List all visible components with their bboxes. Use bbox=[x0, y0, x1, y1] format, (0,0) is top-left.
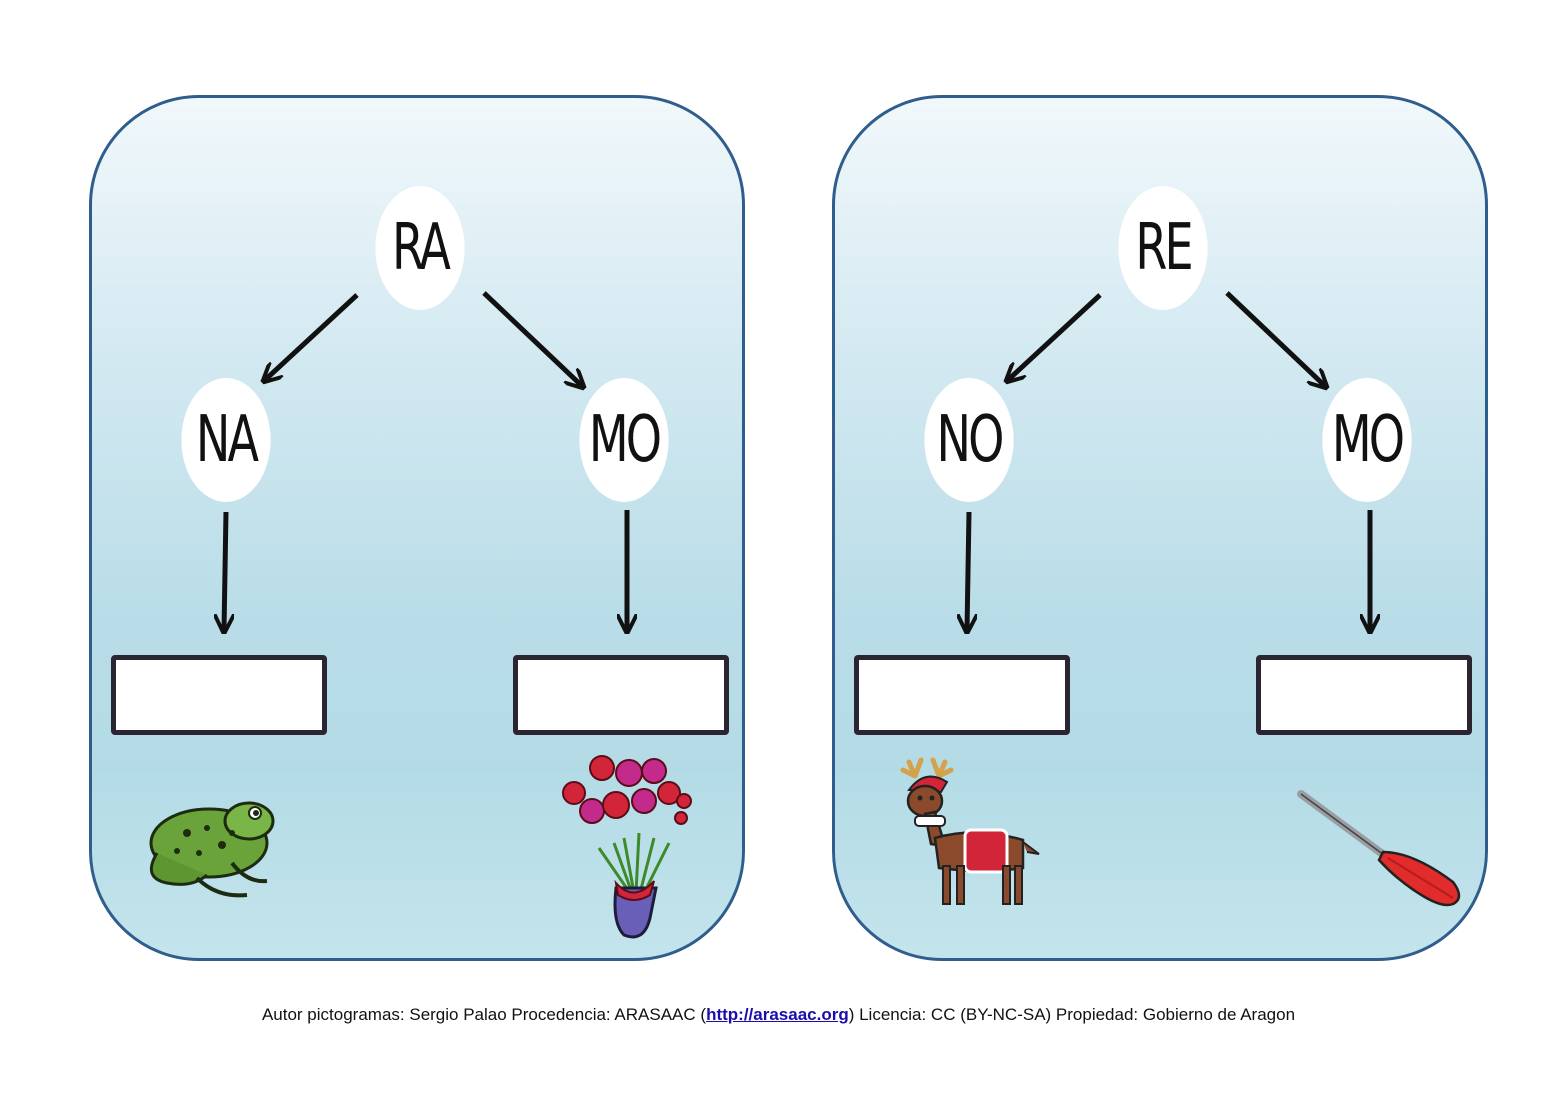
arrow-root-left bbox=[1008, 293, 1102, 380]
card-ra: RA NA MO bbox=[89, 95, 745, 961]
answer-box-left[interactable] bbox=[111, 655, 327, 735]
reindeer-picture bbox=[900, 757, 1040, 905]
right-syllable: MO bbox=[1322, 378, 1412, 502]
left-syllable: NO bbox=[924, 378, 1014, 502]
credits-text-start: Autor pictogramas: Sergio Palao Proceden… bbox=[261, 1005, 707, 1024]
arrows bbox=[835, 291, 1488, 961]
arasaac-link[interactable]: http://arasaac.org bbox=[706, 1005, 849, 1024]
arrow-left-down bbox=[967, 511, 969, 630]
root-syllable: RA bbox=[375, 186, 465, 310]
credits-text-end: ) Licencia: CC (BY-NC-SA) Propiedad: Gob… bbox=[848, 1005, 1296, 1024]
right-syllable: MO bbox=[579, 378, 669, 502]
arrow-root-right bbox=[482, 291, 582, 386]
answer-box-right[interactable] bbox=[1256, 655, 1472, 735]
root-syllable: RE bbox=[1118, 186, 1208, 310]
frog-picture bbox=[149, 801, 275, 898]
flower-bouquet-picture bbox=[562, 755, 692, 939]
card-re: RE NO MO bbox=[832, 95, 1488, 961]
answer-box-right[interactable] bbox=[513, 655, 729, 735]
left-syllable: NA bbox=[181, 378, 271, 502]
arrow-root-left bbox=[265, 293, 359, 380]
credits-footer: Autor pictogramas: Sergio Palao Proceden… bbox=[0, 1005, 1557, 1025]
arrow-left-down bbox=[224, 511, 226, 630]
arrows bbox=[92, 291, 745, 961]
answer-box-left[interactable] bbox=[854, 655, 1070, 735]
oar-picture bbox=[1297, 790, 1461, 907]
arrow-root-right bbox=[1225, 291, 1325, 386]
